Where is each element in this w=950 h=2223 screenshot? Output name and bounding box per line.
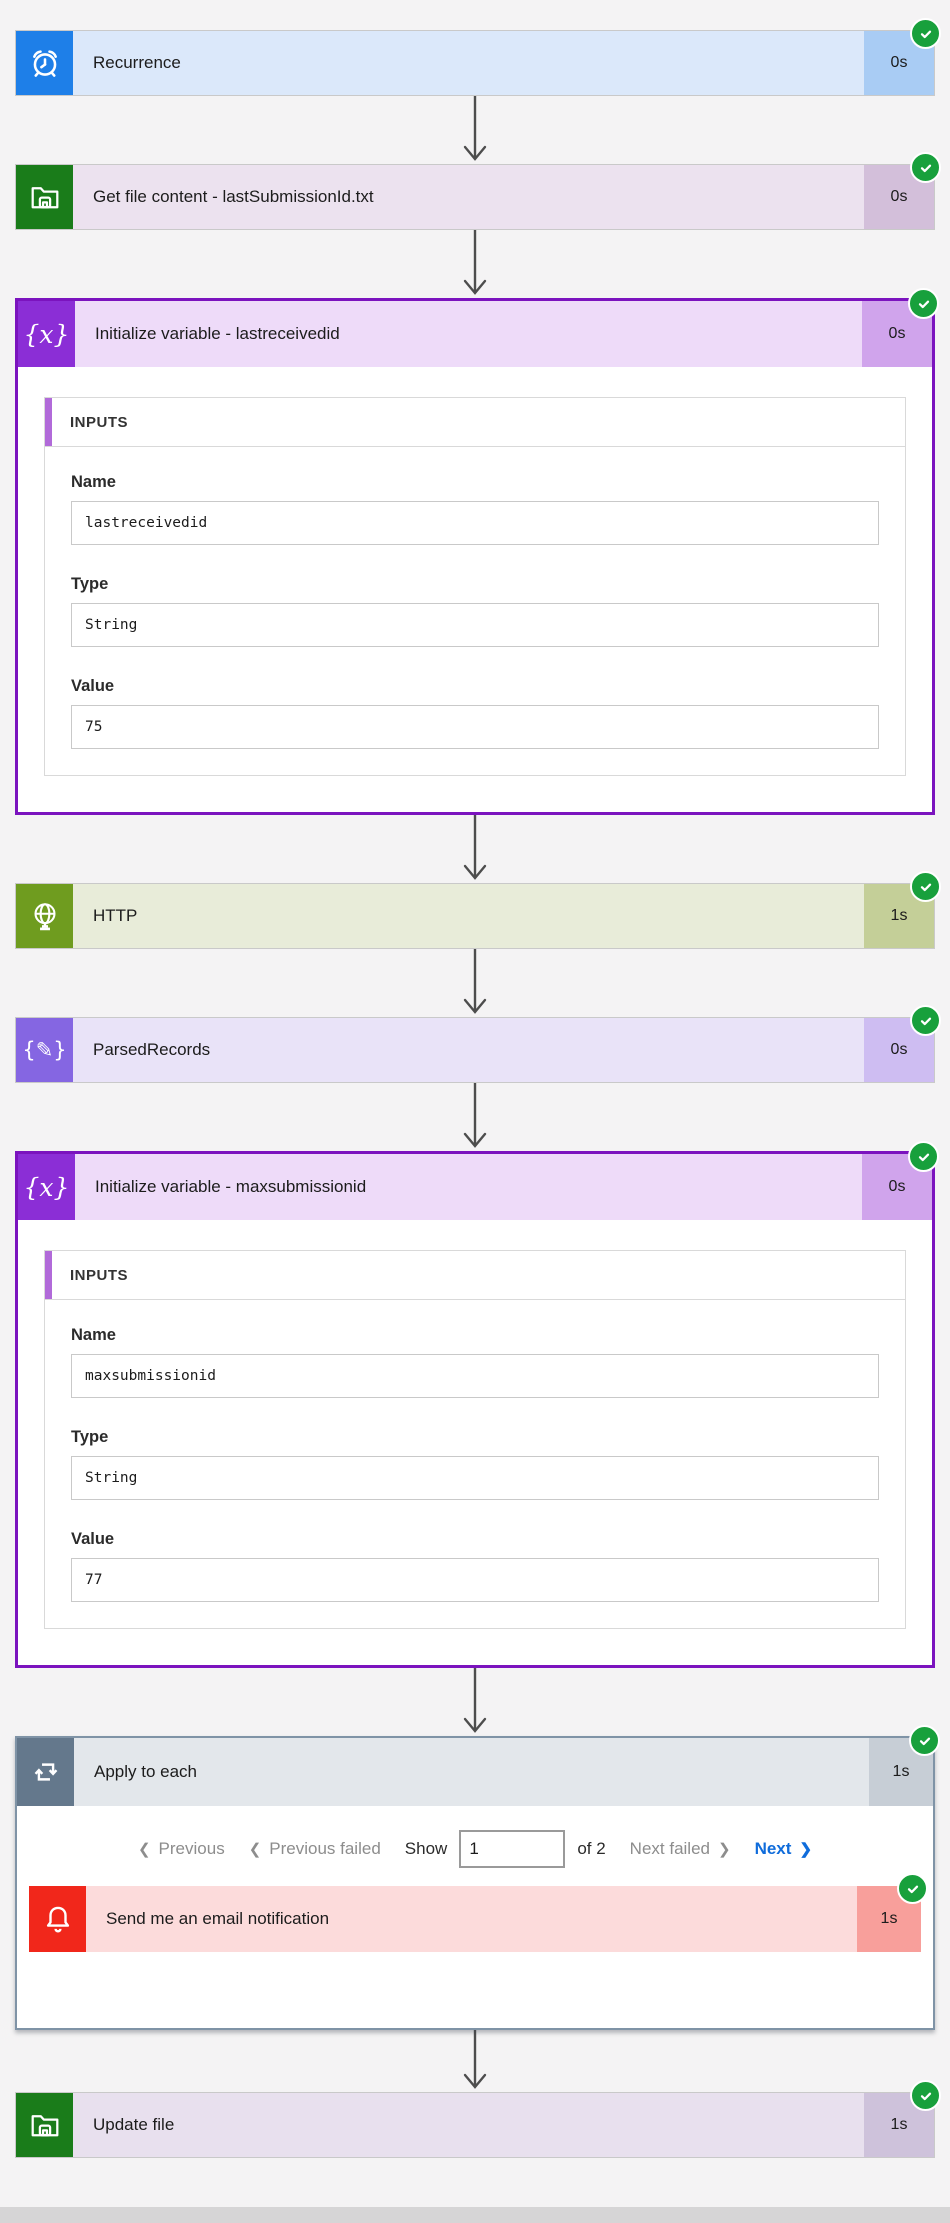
connector-arrow <box>0 1668 950 1736</box>
field-label: Name <box>71 473 116 491</box>
step-recurrence[interactable]: Recurrence 0s <box>15 18 941 96</box>
inputs-accent-bar <box>45 398 52 446</box>
step-title: ParsedRecords <box>93 1040 211 1059</box>
variable-icon: {x} <box>18 301 75 367</box>
bell-icon <box>29 1886 86 1952</box>
connector-arrow <box>0 949 950 1017</box>
connector-arrow <box>0 1083 950 1151</box>
connector-arrow <box>0 815 950 883</box>
step-header[interactable]: {x} Initialize variable - lastreceivedid… <box>18 301 932 367</box>
field-value: String <box>71 1456 879 1500</box>
success-check-icon <box>910 2080 941 2111</box>
folder-icon <box>16 165 73 229</box>
variable-icon: {x} <box>18 1154 75 1220</box>
step-update-file[interactable]: Update file 1s <box>15 2080 941 2158</box>
success-check-icon <box>908 1141 939 1172</box>
success-check-icon <box>910 18 941 49</box>
inputs-fields: Name lastreceivedid Type String Value 75 <box>44 446 906 776</box>
field-type: Type String <box>71 1428 879 1500</box>
field-type: Type String <box>71 575 879 647</box>
step-title: Get file content - lastSubmissionId.txt <box>93 187 374 206</box>
chevron-left-icon: ❮ <box>137 1840 151 1858</box>
success-check-icon <box>910 1005 941 1036</box>
parse-json-icon: {✎} <box>16 1018 73 1082</box>
step-initialize-variable-maxsubmissionid: {x} Initialize variable - maxsubmissioni… <box>15 1141 939 1668</box>
success-check-icon <box>910 871 941 902</box>
field-value: maxsubmissionid <box>71 1354 879 1398</box>
field-value-row: Value 77 <box>71 1530 879 1602</box>
loop-pagination: ❮ Previous ❮ Previous failed Show of 2 N… <box>29 1830 921 1868</box>
step-http[interactable]: HTTP 1s <box>15 871 941 949</box>
flow-run-canvas: Recurrence 0s Get file content - lastSub… <box>0 18 950 2158</box>
connector-arrow <box>0 2030 950 2092</box>
previous-failed-label: Previous failed <box>269 1839 381 1858</box>
chevron-left-icon: ❮ <box>248 1840 262 1858</box>
step-parsedrecords[interactable]: {✎} ParsedRecords 0s <box>15 1005 941 1083</box>
globe-icon <box>16 884 73 948</box>
connector-arrow <box>0 230 950 298</box>
inputs-fields: Name maxsubmissionid Type String Value 7… <box>44 1299 906 1629</box>
page-number-input[interactable] <box>459 1830 566 1868</box>
next-button[interactable]: Next ❯ <box>755 1839 812 1859</box>
page-count-label: of 2 <box>577 1839 606 1858</box>
field-label: Value <box>71 1530 115 1548</box>
loop-header[interactable]: Apply to each 1s <box>17 1738 933 1806</box>
loop-body: ❮ Previous ❮ Previous failed Show of 2 N… <box>17 1830 933 2028</box>
bottom-edge-strip <box>0 2207 950 2223</box>
step-duration: 0s <box>862 301 932 367</box>
field-label: Value <box>71 677 115 695</box>
inputs-heading: INPUTS <box>70 413 129 431</box>
inputs-accent-bar <box>45 1251 52 1299</box>
step-send-email-notification[interactable]: Send me an email notification 1s <box>29 1873 928 1952</box>
step-title: Initialize variable - lastreceivedid <box>95 324 340 343</box>
previous-label: Previous <box>158 1839 225 1858</box>
chevron-right-icon: ❯ <box>799 1840 813 1858</box>
chevron-right-icon: ❯ <box>718 1840 731 1858</box>
step-apply-to-each: Apply to each 1s ❮ Previous ❮ Previous f… <box>15 1725 940 2030</box>
success-check-icon <box>897 1873 928 1904</box>
previous-failed-button[interactable]: ❮ Previous failed <box>249 1839 381 1859</box>
field-label: Name <box>71 1326 116 1344</box>
step-details: INPUTS Name lastreceivedid Type String V… <box>18 367 932 812</box>
step-get-file-content[interactable]: Get file content - lastSubmissionId.txt … <box>15 152 941 230</box>
field-value-row: Value 75 <box>71 677 879 749</box>
next-label: Next <box>754 1839 792 1858</box>
alarm-clock-icon <box>16 31 73 95</box>
folder-icon <box>16 2093 73 2157</box>
step-details: INPUTS Name maxsubmissionid Type String … <box>18 1220 932 1665</box>
field-value: lastreceivedid <box>71 501 879 545</box>
success-check-icon <box>908 288 939 319</box>
connector-arrow <box>0 96 950 164</box>
inputs-heading: INPUTS <box>70 1266 129 1284</box>
field-value: 77 <box>71 1558 879 1602</box>
step-title: HTTP <box>93 906 138 925</box>
field-label: Type <box>71 575 109 593</box>
step-title: Send me an email notification <box>106 1909 330 1928</box>
field-label: Type <box>71 1428 109 1446</box>
loop-icon <box>17 1738 74 1806</box>
show-label: Show <box>404 1839 448 1858</box>
previous-button[interactable]: ❮ Previous <box>138 1839 225 1859</box>
next-failed-label: Next failed <box>629 1839 710 1858</box>
inputs-section-header: INPUTS <box>44 397 906 447</box>
success-check-icon <box>909 1725 940 1756</box>
field-name: Name lastreceivedid <box>71 473 879 545</box>
step-title: Initialize variable - maxsubmissionid <box>95 1177 367 1196</box>
inputs-section-header: INPUTS <box>44 1250 906 1300</box>
success-check-icon <box>910 152 941 183</box>
step-title: Recurrence <box>93 53 181 72</box>
step-title: Apply to each <box>94 1762 198 1781</box>
field-value: String <box>71 603 879 647</box>
page-selector: Show of 2 <box>405 1830 606 1868</box>
step-title: Update file <box>93 2115 175 2134</box>
step-initialize-variable-lastreceivedid: {x} Initialize variable - lastreceivedid… <box>15 288 939 815</box>
step-header[interactable]: {x} Initialize variable - maxsubmissioni… <box>18 1154 932 1220</box>
field-value: 75 <box>71 705 879 749</box>
field-name: Name maxsubmissionid <box>71 1326 879 1398</box>
next-failed-button[interactable]: Next failed ❯ <box>630 1839 731 1859</box>
